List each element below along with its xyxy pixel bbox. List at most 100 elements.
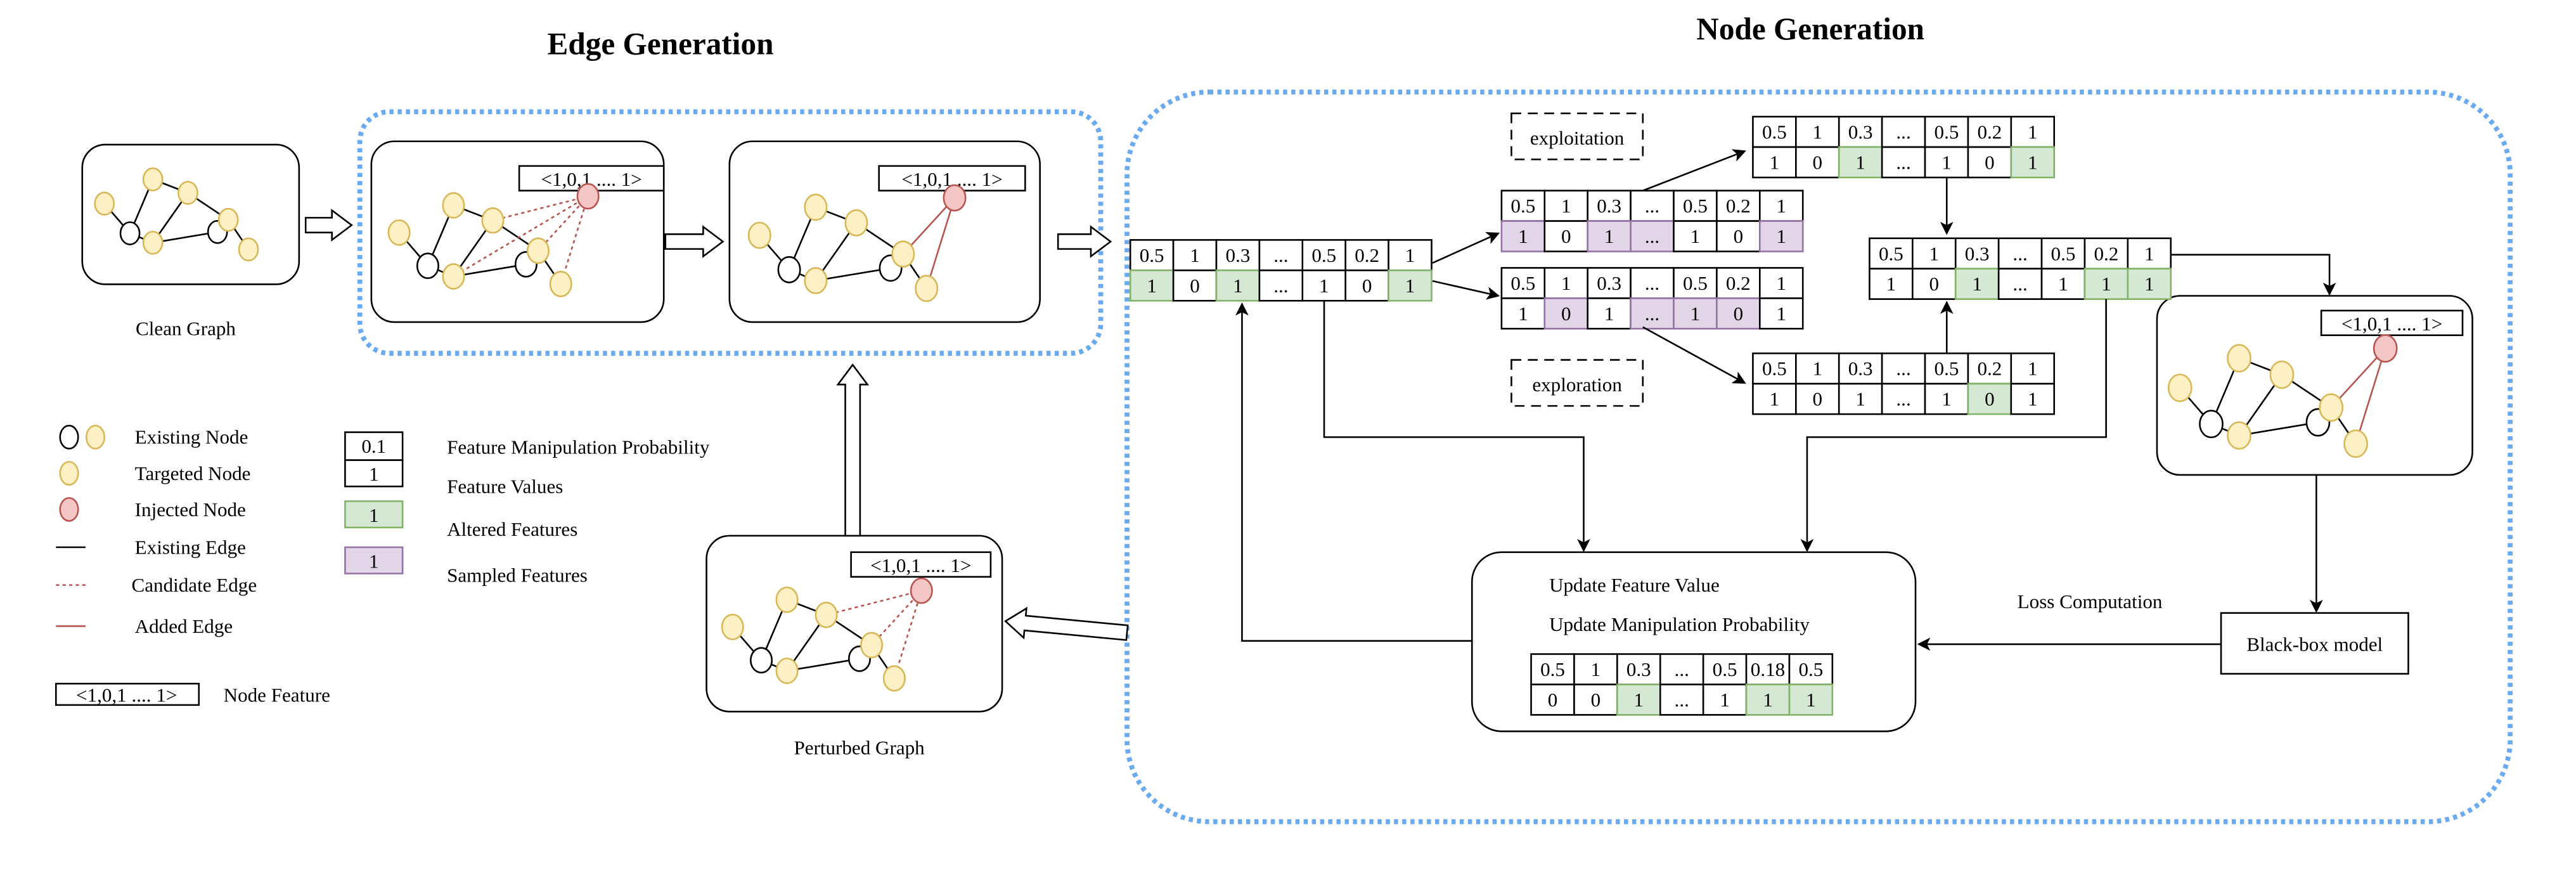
node-feature-text: <1,0,1 .... 1> bbox=[870, 554, 971, 576]
probability-cell bbox=[1587, 267, 1632, 299]
feature-cell bbox=[1924, 146, 1969, 179]
feature-value: 1 bbox=[2058, 273, 2068, 295]
svg-text:Black-box model: Black-box model bbox=[2246, 633, 2383, 655]
altered-feature-cell bbox=[1616, 684, 1661, 716]
probability-value: 0.3 bbox=[1597, 195, 1621, 217]
probability-value: 0.5 bbox=[1540, 658, 1565, 680]
feature-cell bbox=[1573, 684, 1618, 716]
feature-cell bbox=[1881, 382, 1926, 415]
altered-feature-cell bbox=[1129, 269, 1175, 302]
candidate-edge bbox=[493, 195, 588, 221]
targeted-node bbox=[2227, 344, 2251, 373]
probability-cell bbox=[1838, 352, 1883, 385]
feature-value: 0 bbox=[1561, 225, 1571, 247]
existing-node-icon bbox=[85, 424, 106, 450]
feature-cell bbox=[1869, 268, 1914, 300]
feature-value: 1 bbox=[1776, 225, 1786, 247]
probability-value: 0.18 bbox=[1751, 658, 1785, 680]
probability-cell bbox=[1543, 267, 1589, 299]
probability-value: 1 bbox=[1929, 242, 1940, 264]
feature-cell bbox=[1881, 146, 1926, 179]
targeted-node bbox=[747, 221, 771, 249]
probability-value: 0.3 bbox=[1597, 272, 1621, 294]
injected-node bbox=[576, 183, 600, 210]
probability-value: 0.5 bbox=[1140, 244, 1164, 266]
feature-value: 1 bbox=[1942, 388, 1952, 410]
feature-value: ... bbox=[2012, 273, 2027, 295]
probability-value: 0.5 bbox=[2051, 242, 2076, 264]
probability-cell bbox=[1388, 239, 1433, 271]
probability-cell bbox=[1702, 653, 1748, 685]
targeted-node-icon bbox=[59, 460, 79, 486]
legend-label: Feature Values bbox=[447, 475, 563, 497]
feature-value: 1 bbox=[2144, 273, 2154, 295]
targeted-node bbox=[142, 230, 164, 255]
legend-label: Added Edge bbox=[135, 615, 233, 637]
feature-cell bbox=[1659, 684, 1704, 716]
feature-cell bbox=[1543, 220, 1589, 252]
to-edge-generation-arrow bbox=[304, 209, 353, 242]
feature-value: 0 bbox=[1734, 225, 1744, 247]
feature-value: 1 bbox=[1855, 388, 1865, 410]
added-edge bbox=[902, 197, 955, 255]
probability-value: 0.5 bbox=[1762, 120, 1787, 143]
legend-label: Existing Edge bbox=[135, 536, 246, 558]
targeted-node bbox=[549, 271, 572, 297]
feature-value: 1 bbox=[2101, 273, 2111, 295]
existing-node bbox=[416, 252, 439, 280]
node-generation-to-perturbed-arrow bbox=[1004, 606, 1129, 641]
existing-edge bbox=[453, 263, 527, 278]
legend-label: Sampled Features bbox=[447, 564, 588, 586]
feature-value: ... bbox=[1896, 151, 1910, 173]
feature-value: 1 bbox=[1972, 273, 1982, 295]
probability-cell bbox=[2010, 352, 2056, 385]
perturbed-to-edge-generation-arrow bbox=[836, 363, 870, 537]
sampled-feature-icon bbox=[344, 546, 404, 575]
legend-sample: 1 bbox=[369, 550, 379, 573]
clean-graph-label: Clean Graph bbox=[136, 318, 236, 340]
feature-cell bbox=[1301, 269, 1347, 302]
feature-cell bbox=[1500, 297, 1546, 330]
probability-value: ... bbox=[1675, 658, 1689, 680]
probability-value: 0.2 bbox=[1355, 244, 1379, 266]
feature-cell bbox=[1795, 382, 1840, 415]
feature-value: 0 bbox=[1985, 388, 1995, 410]
probability-cell bbox=[1716, 190, 1761, 222]
legend-item: Existing Edge bbox=[56, 536, 246, 558]
to-node-generation-arrow bbox=[1057, 225, 1112, 258]
perturbed-graph: <1,0,1 .... 1> bbox=[705, 535, 1003, 713]
existing-node bbox=[2199, 410, 2224, 439]
probability-cell bbox=[1967, 115, 2012, 148]
legend-label: Candidate Edge bbox=[132, 574, 257, 596]
probability-cell bbox=[1344, 239, 1389, 271]
targeted-node bbox=[442, 192, 465, 219]
targeted-node bbox=[442, 263, 465, 290]
probability-value: 0.2 bbox=[1726, 195, 1751, 217]
probability-value: 1 bbox=[2028, 120, 2038, 143]
added-edges-graph: <1,0,1 .... 1> bbox=[728, 140, 1041, 323]
probability-value: 1 bbox=[1591, 658, 1601, 680]
legend-label: Targeted Node bbox=[135, 462, 251, 484]
feature-value: 0 bbox=[1985, 151, 1995, 173]
legend-label: Existing Node bbox=[135, 426, 248, 448]
probability-value: 0.5 bbox=[1683, 272, 1708, 294]
probability-cell bbox=[1172, 239, 1218, 271]
probability-value: 1 bbox=[1561, 195, 1571, 217]
arrow-merged-to-update bbox=[1800, 299, 2107, 552]
targeted-node bbox=[526, 237, 550, 264]
altered-feature-cell bbox=[2010, 146, 2056, 179]
feature-cell bbox=[1673, 220, 1718, 252]
targeted-node bbox=[177, 181, 198, 205]
node-feature-text: <1,0,1 .... 1> bbox=[2341, 313, 2442, 335]
targeted-node bbox=[481, 207, 505, 234]
legend-label: Altered Features bbox=[447, 518, 577, 540]
targeted-node bbox=[882, 665, 906, 692]
probability-value: 0.5 bbox=[1798, 658, 1823, 680]
sampled-feature-cell bbox=[1543, 297, 1589, 330]
